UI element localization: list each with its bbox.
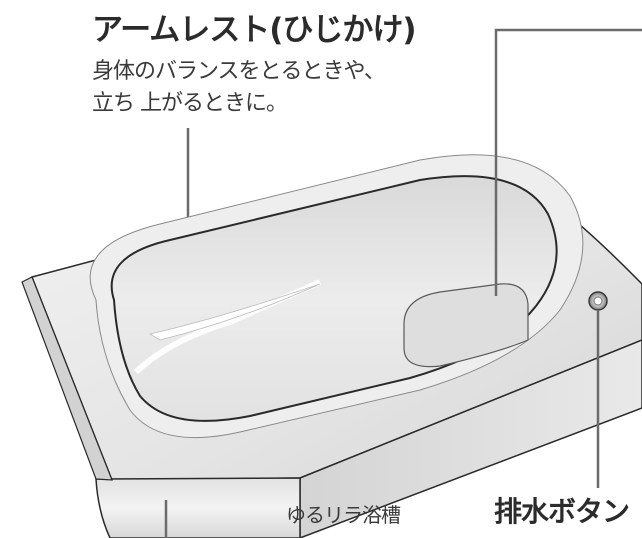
armrest-highlight (148, 283, 321, 341)
armrest-desc-line-2: 立ち 上がるときに。 (92, 91, 288, 116)
drain-button-callout-title: 排水ボタン (494, 495, 630, 528)
drain-button-center (593, 296, 603, 306)
tub-seat-step (403, 283, 529, 368)
armrest-callout-description: 身体のバランスをとるときや、 立ち 上がるときに。 (92, 56, 386, 120)
top-right-leader-line (494, 28, 642, 296)
tub-right-side (299, 339, 642, 538)
product-name-label: ゆるリラ浴槽 (286, 503, 401, 527)
armrest-desc-line-1: 身体のバランスをとるときや、 (92, 59, 386, 84)
tub-apron (95, 477, 301, 538)
tub-left-side (21, 276, 113, 481)
armrest-callout-title: アームレスト(ひじかけ) (92, 12, 417, 48)
basin-highlight (133, 279, 322, 375)
